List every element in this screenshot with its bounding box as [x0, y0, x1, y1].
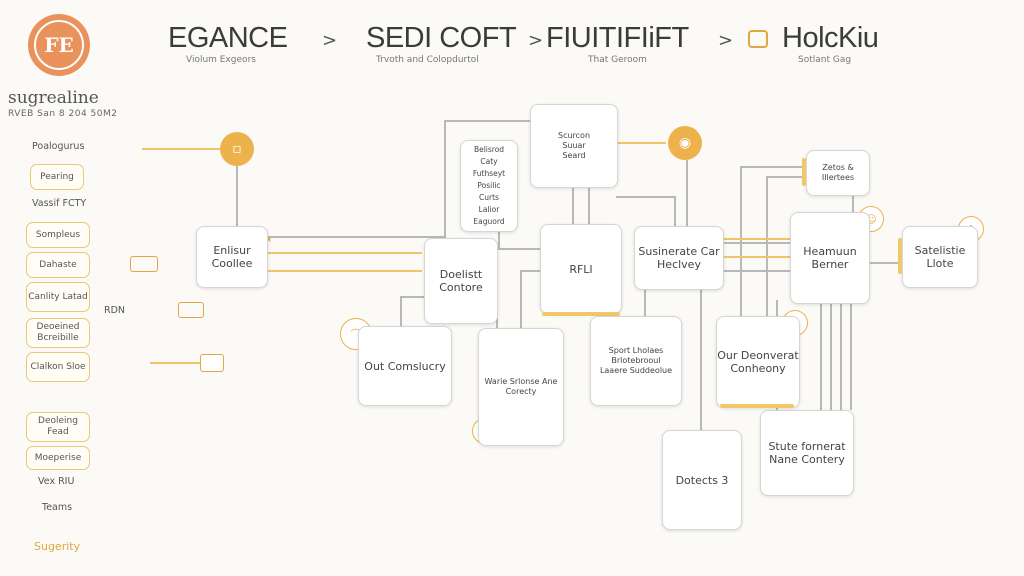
connector	[588, 186, 590, 224]
node-state[interactable]: Stute fornerat Nane Contery	[760, 410, 854, 496]
document-icon[interactable]: ▫	[220, 132, 254, 166]
node-sustenate[interactable]: Susinerate Car Heclvey	[634, 226, 724, 290]
arrow-3-icon: >	[718, 30, 734, 51]
connector	[870, 262, 900, 264]
gold-connector	[724, 238, 790, 240]
stage-1-subtitle: Violum Exgeors	[186, 55, 256, 65]
sidebar-item-deoeined[interactable]: Deoeined Bcreibille	[26, 318, 90, 348]
stage-3-title: FIUITIFIiFT	[546, 22, 689, 54]
user-icon[interactable]: ◉	[668, 126, 702, 160]
gold-connector	[266, 270, 422, 272]
gold-connector	[150, 362, 204, 364]
stage-1-title: EGANCE	[168, 22, 288, 54]
zetos-highlight	[802, 158, 806, 186]
connector	[472, 248, 542, 250]
stage-2-title: SEDI COFT	[366, 22, 517, 54]
connector	[520, 270, 522, 328]
connector	[740, 166, 806, 168]
arrow-1-icon: >	[322, 30, 338, 51]
node-sport[interactable]: Sport Lholaes Brlotebrooul Laaere Suddeo…	[590, 316, 682, 406]
connector	[572, 186, 574, 224]
connector	[766, 176, 768, 316]
brand-name: sugrealine	[8, 88, 99, 108]
connector	[724, 242, 792, 244]
stage-4-subtitle: Sotlant Gag	[798, 55, 852, 65]
connector	[674, 196, 676, 226]
satelistie-highlight	[898, 238, 902, 274]
node-satelistie[interactable]: Satelistie Llote	[902, 226, 978, 288]
connector	[840, 304, 842, 410]
node-out[interactable]: Out Comslucry	[358, 326, 452, 406]
node-scurcon[interactable]: Scurcon Suuar Seard	[530, 104, 618, 188]
connector	[616, 196, 674, 198]
node-rfli[interactable]: RFLI	[540, 224, 622, 314]
sidebar-item-sugerity[interactable]: Sugerity	[34, 540, 81, 553]
gold-connector	[266, 252, 422, 254]
connector	[266, 236, 446, 238]
folder-icon	[130, 256, 158, 272]
connector	[686, 160, 688, 226]
sidebar-heading: Poalogurus	[32, 141, 85, 152]
company-logo: FE	[28, 14, 90, 76]
stage-4-icon	[748, 30, 768, 48]
sidebar-item-pearing[interactable]: Pearing	[30, 164, 84, 190]
connector	[444, 120, 446, 238]
sidebar-item-dahaste[interactable]: Dahaste	[26, 252, 90, 278]
gold-connector	[618, 142, 666, 144]
node-enlisur[interactable]: Enlisur Coollee	[196, 226, 268, 288]
sidebar-item-teams[interactable]: Teams	[42, 502, 73, 513]
sidebar-item-deoleing[interactable]: Deoleing Fead	[26, 412, 90, 442]
connector	[700, 286, 702, 430]
rdn-label: RDN	[104, 305, 126, 316]
connector	[830, 304, 832, 410]
connector	[444, 120, 530, 122]
sidebar-item-canlity[interactable]: Canlity Latad	[26, 282, 90, 312]
sidebar-item-moeperise[interactable]: Moeperise	[26, 446, 90, 470]
node-checklist[interactable]: Belisrod Caty Futhseyt Posilic Curts Lal…	[460, 140, 518, 232]
connector	[644, 288, 646, 316]
connector	[740, 166, 742, 316]
connector	[236, 166, 238, 226]
sidebar-item-clalkon[interactable]: Clalkon Sloe	[26, 352, 90, 382]
node-heamun[interactable]: Heamuun Berner	[790, 212, 870, 304]
node-doelist[interactable]: Doelistt Contore	[424, 238, 498, 324]
logo-text: FE	[34, 20, 84, 70]
rfli-highlight	[542, 312, 620, 316]
arrow-2-icon: >	[528, 30, 544, 51]
brand-subtitle: RVEB San 8 204 50M2	[8, 109, 118, 119]
stage-2-subtitle: Trvoth and Colopdurtol	[376, 55, 479, 65]
connector	[850, 304, 852, 410]
gold-connector	[142, 148, 220, 150]
connector	[766, 176, 806, 178]
stage-4-title: HolcKiu	[782, 22, 879, 54]
connector	[400, 296, 402, 326]
connector	[400, 296, 426, 298]
deonverat-highlight	[720, 404, 794, 408]
stage-3-subtitle: That Geroom	[588, 55, 647, 65]
connector	[498, 224, 500, 248]
node-warie[interactable]: Warie Srlonse Ane Corecty	[478, 328, 564, 446]
connector	[520, 270, 542, 272]
node-zetos[interactable]: Zetos & Illertees	[806, 150, 870, 196]
tray-icon	[178, 302, 204, 318]
gold-connector	[724, 256, 790, 258]
sidebar-item-vex[interactable]: Vex RIU	[38, 476, 75, 487]
sidebar-item-vassif[interactable]: Vassif FCTY	[32, 198, 87, 209]
node-detects[interactable]: Dotects 3	[662, 430, 742, 530]
connector	[820, 304, 822, 410]
node-deonverat[interactable]: Our Deonverat Conheony	[716, 316, 800, 408]
sidebar-item-sompleus[interactable]: Sompleus	[26, 222, 90, 248]
box-icon	[200, 354, 224, 372]
connector	[724, 270, 792, 272]
